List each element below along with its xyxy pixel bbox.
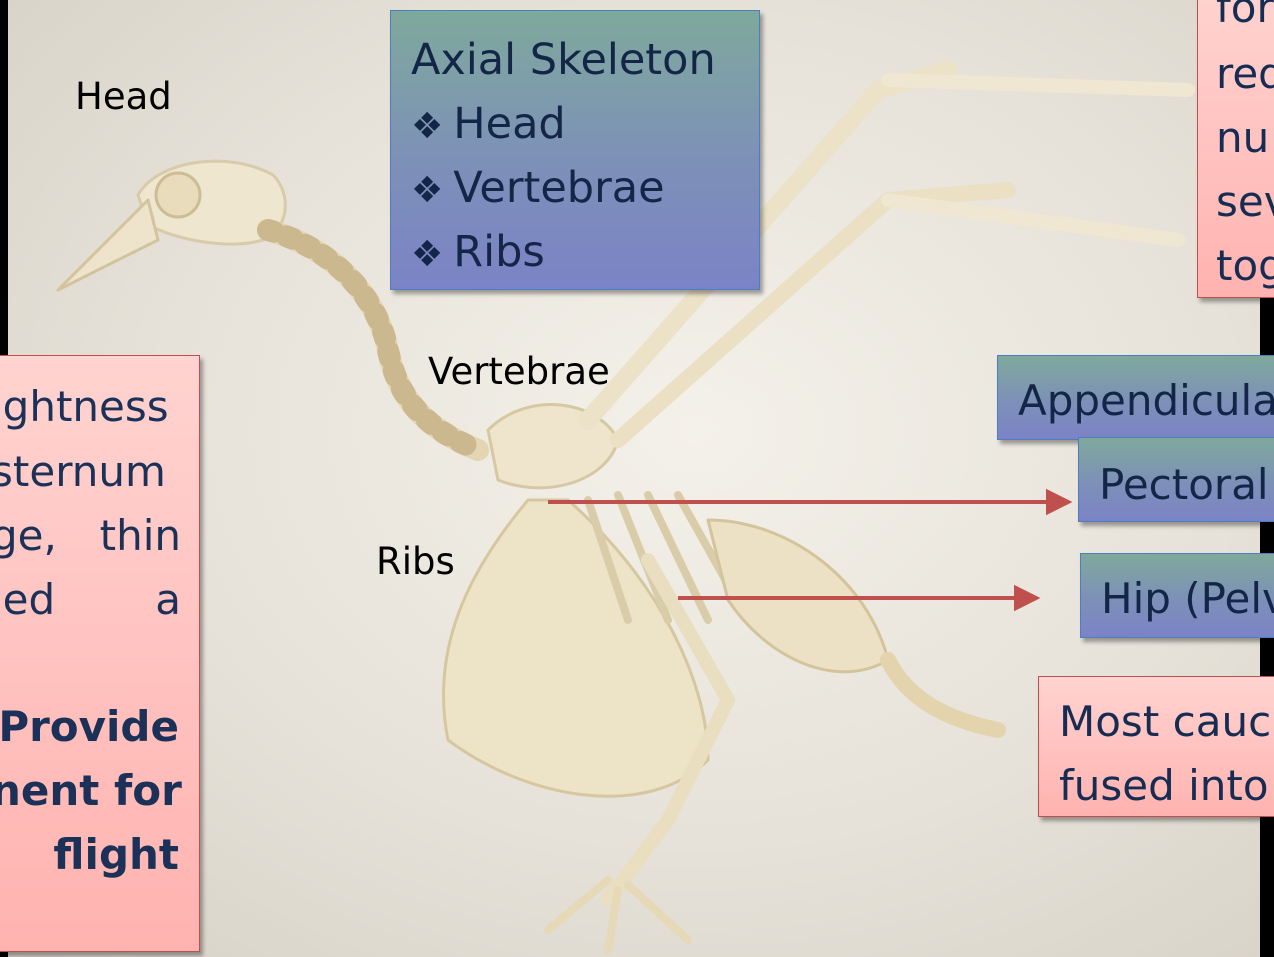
- diamond-bullet-icon: ❖: [411, 106, 443, 147]
- left-line-4: led a: [0, 579, 181, 621]
- pectoral-label: Pectoral: [1099, 464, 1269, 506]
- caudal-vertebrae-note-box: Most cauc fused into: [1038, 676, 1274, 817]
- beak-shape: [58, 200, 158, 290]
- hip-label: Hip (Pelv: [1101, 578, 1274, 620]
- vertebrae-label: Vertebrae: [428, 353, 610, 390]
- foot-bones: [548, 880, 688, 950]
- axial-skeleton-box: Axial Skeleton ❖Head ❖Vertebrae ❖Ribs: [390, 10, 760, 290]
- appendicular-skeleton-box: Appendicula: [997, 355, 1274, 440]
- axial-item-vertebrae: ❖Vertebrae: [411, 167, 665, 210]
- pectoral-girdle-box: Pectoral: [1078, 437, 1274, 522]
- top-right-note-box: for red nu sev tog: [1197, 0, 1274, 298]
- eye-socket: [156, 173, 200, 217]
- top-right-line-2: red: [1216, 53, 1274, 95]
- top-right-line-3: nu: [1216, 117, 1269, 159]
- left-line-3: ge, thin: [0, 515, 181, 557]
- left-line-2: sternum: [0, 451, 181, 493]
- pelvis-shape: [708, 520, 888, 672]
- diamond-bullet-icon: ❖: [411, 234, 443, 275]
- ribs-label: Ribs: [376, 543, 455, 580]
- left-line-8: flight: [53, 834, 179, 876]
- axial-item-ribs: ❖Ribs: [411, 231, 545, 274]
- head-label: Head: [75, 78, 172, 115]
- tail-vertebrae: [888, 660, 998, 730]
- diamond-bullet-icon: ❖: [411, 170, 443, 211]
- top-right-line-4: sev: [1216, 181, 1274, 223]
- left-line-7: nent for: [0, 770, 181, 812]
- caudal-line-1: Most cauc: [1059, 701, 1271, 743]
- left-line-6: Provide: [0, 706, 179, 748]
- appendicular-title: Appendicula: [1018, 380, 1274, 422]
- arrow-to-pectoral-head: [1048, 492, 1068, 512]
- axial-skeleton-title: Axial Skeleton: [411, 39, 716, 82]
- left-line-1: ightness: [0, 386, 181, 428]
- caudal-line-2: fused into: [1059, 765, 1269, 807]
- arrow-to-hip-head: [1016, 588, 1036, 608]
- axial-item-head: ❖Head: [411, 103, 566, 146]
- top-right-line-1: for: [1216, 0, 1274, 29]
- wing-feather-bones: [888, 80, 1188, 240]
- top-right-line-5: tog: [1216, 245, 1274, 287]
- hip-pelvic-girdle-box: Hip (Pelv: [1080, 553, 1274, 638]
- left-note-box: ightness sternum ge, thin led a Provide …: [0, 355, 200, 952]
